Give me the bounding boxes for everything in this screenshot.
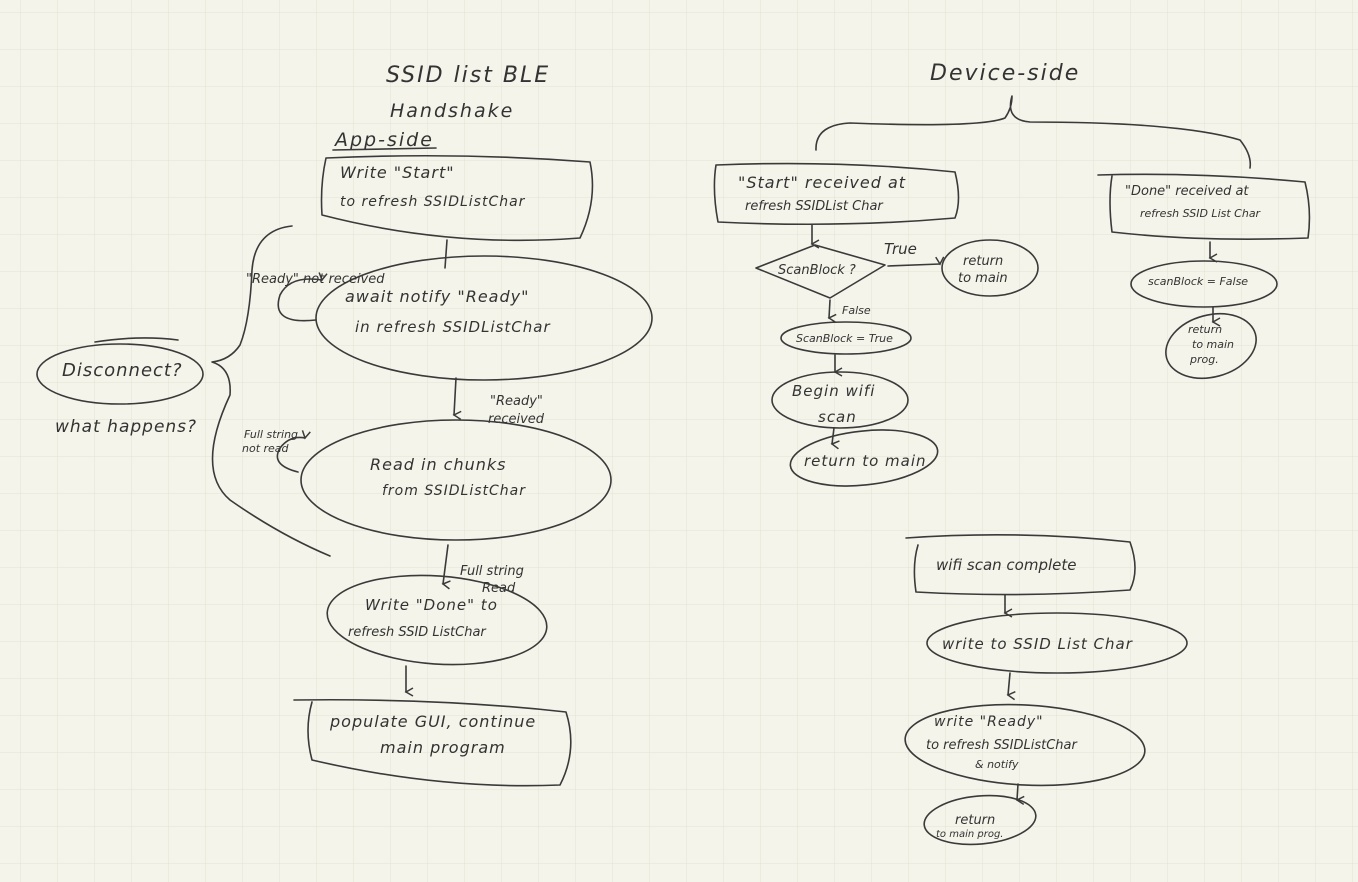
return-main-1-text-2: to main — [958, 271, 1008, 286]
arrow — [1015, 783, 1025, 806]
false-label: False — [842, 304, 871, 317]
return-main-prog-2-ellipse — [923, 794, 1037, 846]
scan-block-false-text: scanBlock = False — [1148, 275, 1248, 288]
await-notify-text-2: in refresh SSIDListChar — [355, 318, 551, 336]
subtitle: Handshake — [390, 100, 514, 122]
write-start-box — [320, 154, 594, 242]
return-main-prog-2-text: return — [955, 813, 995, 828]
start-received-box — [713, 162, 960, 226]
arrow — [1006, 672, 1016, 701]
return-main-2-ellipse — [789, 429, 939, 487]
return-main-prog-1-text-3: prog. — [1189, 353, 1219, 366]
done-received-text-2: refresh SSID List Char — [1140, 207, 1262, 220]
loop-arrow — [277, 272, 328, 322]
start-received-text: "Start" received at — [738, 173, 906, 192]
write-ready-text-3: & notify — [975, 758, 1019, 771]
full-string-not-read-label-2: not read — [242, 442, 290, 455]
await-notify-text: await notify "Ready" — [345, 287, 529, 306]
full-string-read-label: Full string — [460, 564, 524, 579]
return-main-2-text: return to main — [804, 452, 927, 470]
read-chunks-ellipse — [300, 419, 612, 541]
scan-block-decision-text: ScanBlock ? — [778, 263, 856, 278]
begin-scan-ellipse — [771, 371, 909, 429]
done-received-box — [1097, 173, 1311, 240]
ready-received-label: "Ready" — [490, 394, 543, 409]
write-done-ellipse — [326, 574, 548, 666]
disconnect-text: Disconnect? — [62, 360, 183, 381]
read-chunks-text: Read in chunks — [370, 455, 507, 474]
begin-scan-text-2: scan — [818, 408, 857, 426]
return-main-1-ellipse — [941, 239, 1039, 297]
await-notify-ellipse — [315, 255, 653, 381]
scan-block-true-ellipse — [780, 321, 912, 355]
scan-complete-text: wifi scan complete — [936, 556, 1077, 574]
populate-box — [293, 698, 572, 787]
what-happens-text: what happens? — [55, 417, 197, 437]
read-chunks-text-2: from SSIDListChar — [382, 483, 526, 499]
device-side-title: Device-side — [930, 61, 1080, 86]
write-start-text-2: to refresh SSIDListChar — [340, 194, 526, 210]
underline — [332, 147, 437, 151]
write-done-text-2: refresh SSID ListChar — [348, 625, 487, 640]
stroke — [94, 337, 179, 343]
full-string-not-read-label: Full string — [244, 428, 298, 441]
write-ready-ellipse — [904, 703, 1146, 787]
write-ready-text-2: to refresh SSIDListChar — [926, 738, 1078, 753]
write-list-text: write to SSID List Char — [942, 635, 1133, 653]
title: SSID list BLE — [386, 63, 550, 88]
write-done-text: Write "Done" to — [365, 596, 498, 614]
begin-scan-text: Begin wifi — [792, 382, 875, 400]
return-main-prog-1-text-2: to main — [1192, 338, 1234, 351]
start-received-text-2: refresh SSIDList Char — [745, 199, 884, 214]
connector — [444, 239, 448, 269]
scan-block-false-ellipse — [1130, 260, 1278, 308]
scan-block-diamond — [755, 244, 886, 299]
scan-complete-box — [905, 534, 1136, 596]
populate-text: populate GUI, continue — [329, 712, 536, 731]
true-label: True — [884, 240, 917, 258]
arrow — [441, 544, 451, 590]
return-main-prog-1-text: return — [1188, 323, 1222, 336]
return-main-prog-1-ellipse — [1165, 312, 1257, 380]
return-main-1-text: return — [963, 254, 1003, 269]
loop-arrow — [276, 430, 311, 473]
device-brace — [815, 95, 1252, 169]
return-main-prog-2-text-2: to main prog. — [936, 829, 1004, 840]
section-label: App-side — [333, 129, 434, 151]
true-arrow — [887, 256, 945, 267]
populate-text-2: main program — [380, 738, 506, 757]
done-received-text: "Done" received at — [1125, 184, 1249, 199]
write-start-text: Write "Start" — [340, 163, 455, 182]
false-arrow — [827, 299, 837, 324]
write-ready-text: write "Ready" — [934, 714, 1044, 730]
write-list-ellipse — [926, 612, 1188, 674]
arrow — [452, 377, 462, 421]
app-side: SSID list BLE Handshake App-side Write "… — [36, 63, 653, 787]
disconnect-brace — [211, 225, 331, 557]
scan-block-true-text: ScanBlock = True — [796, 332, 893, 345]
disconnect-ellipse — [36, 343, 204, 405]
device-side: Device-side "Start" received at refresh … — [713, 61, 1311, 846]
